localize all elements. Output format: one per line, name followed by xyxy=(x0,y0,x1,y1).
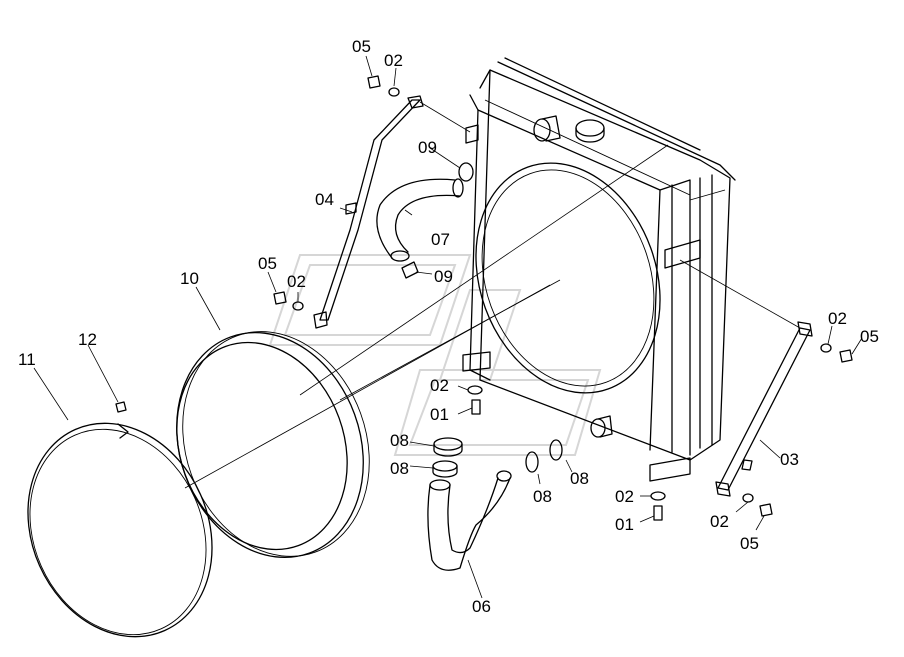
fan-guard-11 xyxy=(27,422,213,638)
label-02-centre: 02 xyxy=(430,376,449,395)
label-01-bottom: 01 xyxy=(615,515,634,534)
label-08-c: 08 xyxy=(533,487,552,506)
radiator xyxy=(462,57,736,482)
label-12: 12 xyxy=(78,330,97,349)
stay-rod-04 xyxy=(313,95,471,329)
fan-ring-10 xyxy=(176,331,370,559)
label-08-a: 08 xyxy=(390,431,409,450)
label-03: 03 xyxy=(780,450,799,469)
hose-clamps-08 xyxy=(432,437,563,478)
label-05-left: 05 xyxy=(258,254,277,273)
clip-12 xyxy=(115,401,129,439)
leader-lines xyxy=(33,55,863,599)
label-02-left: 02 xyxy=(287,272,306,291)
label-02-bottom: 02 xyxy=(615,487,634,506)
lower-hose-06 xyxy=(427,470,512,571)
label-05-top: 05 xyxy=(352,37,371,56)
label-09-upper: 09 xyxy=(418,138,437,157)
label-09-lower: 09 xyxy=(434,267,453,286)
part-labels: 05 02 09 04 07 05 09 10 02 12 11 02 01 0… xyxy=(18,37,879,616)
label-10: 10 xyxy=(180,269,199,288)
label-06: 06 xyxy=(472,597,491,616)
label-01-centre: 01 xyxy=(430,405,449,424)
fasteners xyxy=(273,75,853,521)
label-05-lower-right: 05 xyxy=(740,534,759,553)
hose-clamps-09 xyxy=(401,162,474,279)
label-05-right: 05 xyxy=(860,327,879,346)
label-11: 11 xyxy=(18,350,36,369)
label-07: 07 xyxy=(431,230,450,249)
assembly-lines xyxy=(184,144,669,489)
label-02-lower-right: 02 xyxy=(710,512,729,531)
label-02-top: 02 xyxy=(384,51,403,70)
label-04: 04 xyxy=(315,190,334,209)
label-08-d: 08 xyxy=(570,469,589,488)
label-02-right: 02 xyxy=(828,309,847,328)
stay-rod-03 xyxy=(679,259,813,497)
upper-hose-07 xyxy=(376,178,464,262)
label-08-b: 08 xyxy=(390,459,409,478)
